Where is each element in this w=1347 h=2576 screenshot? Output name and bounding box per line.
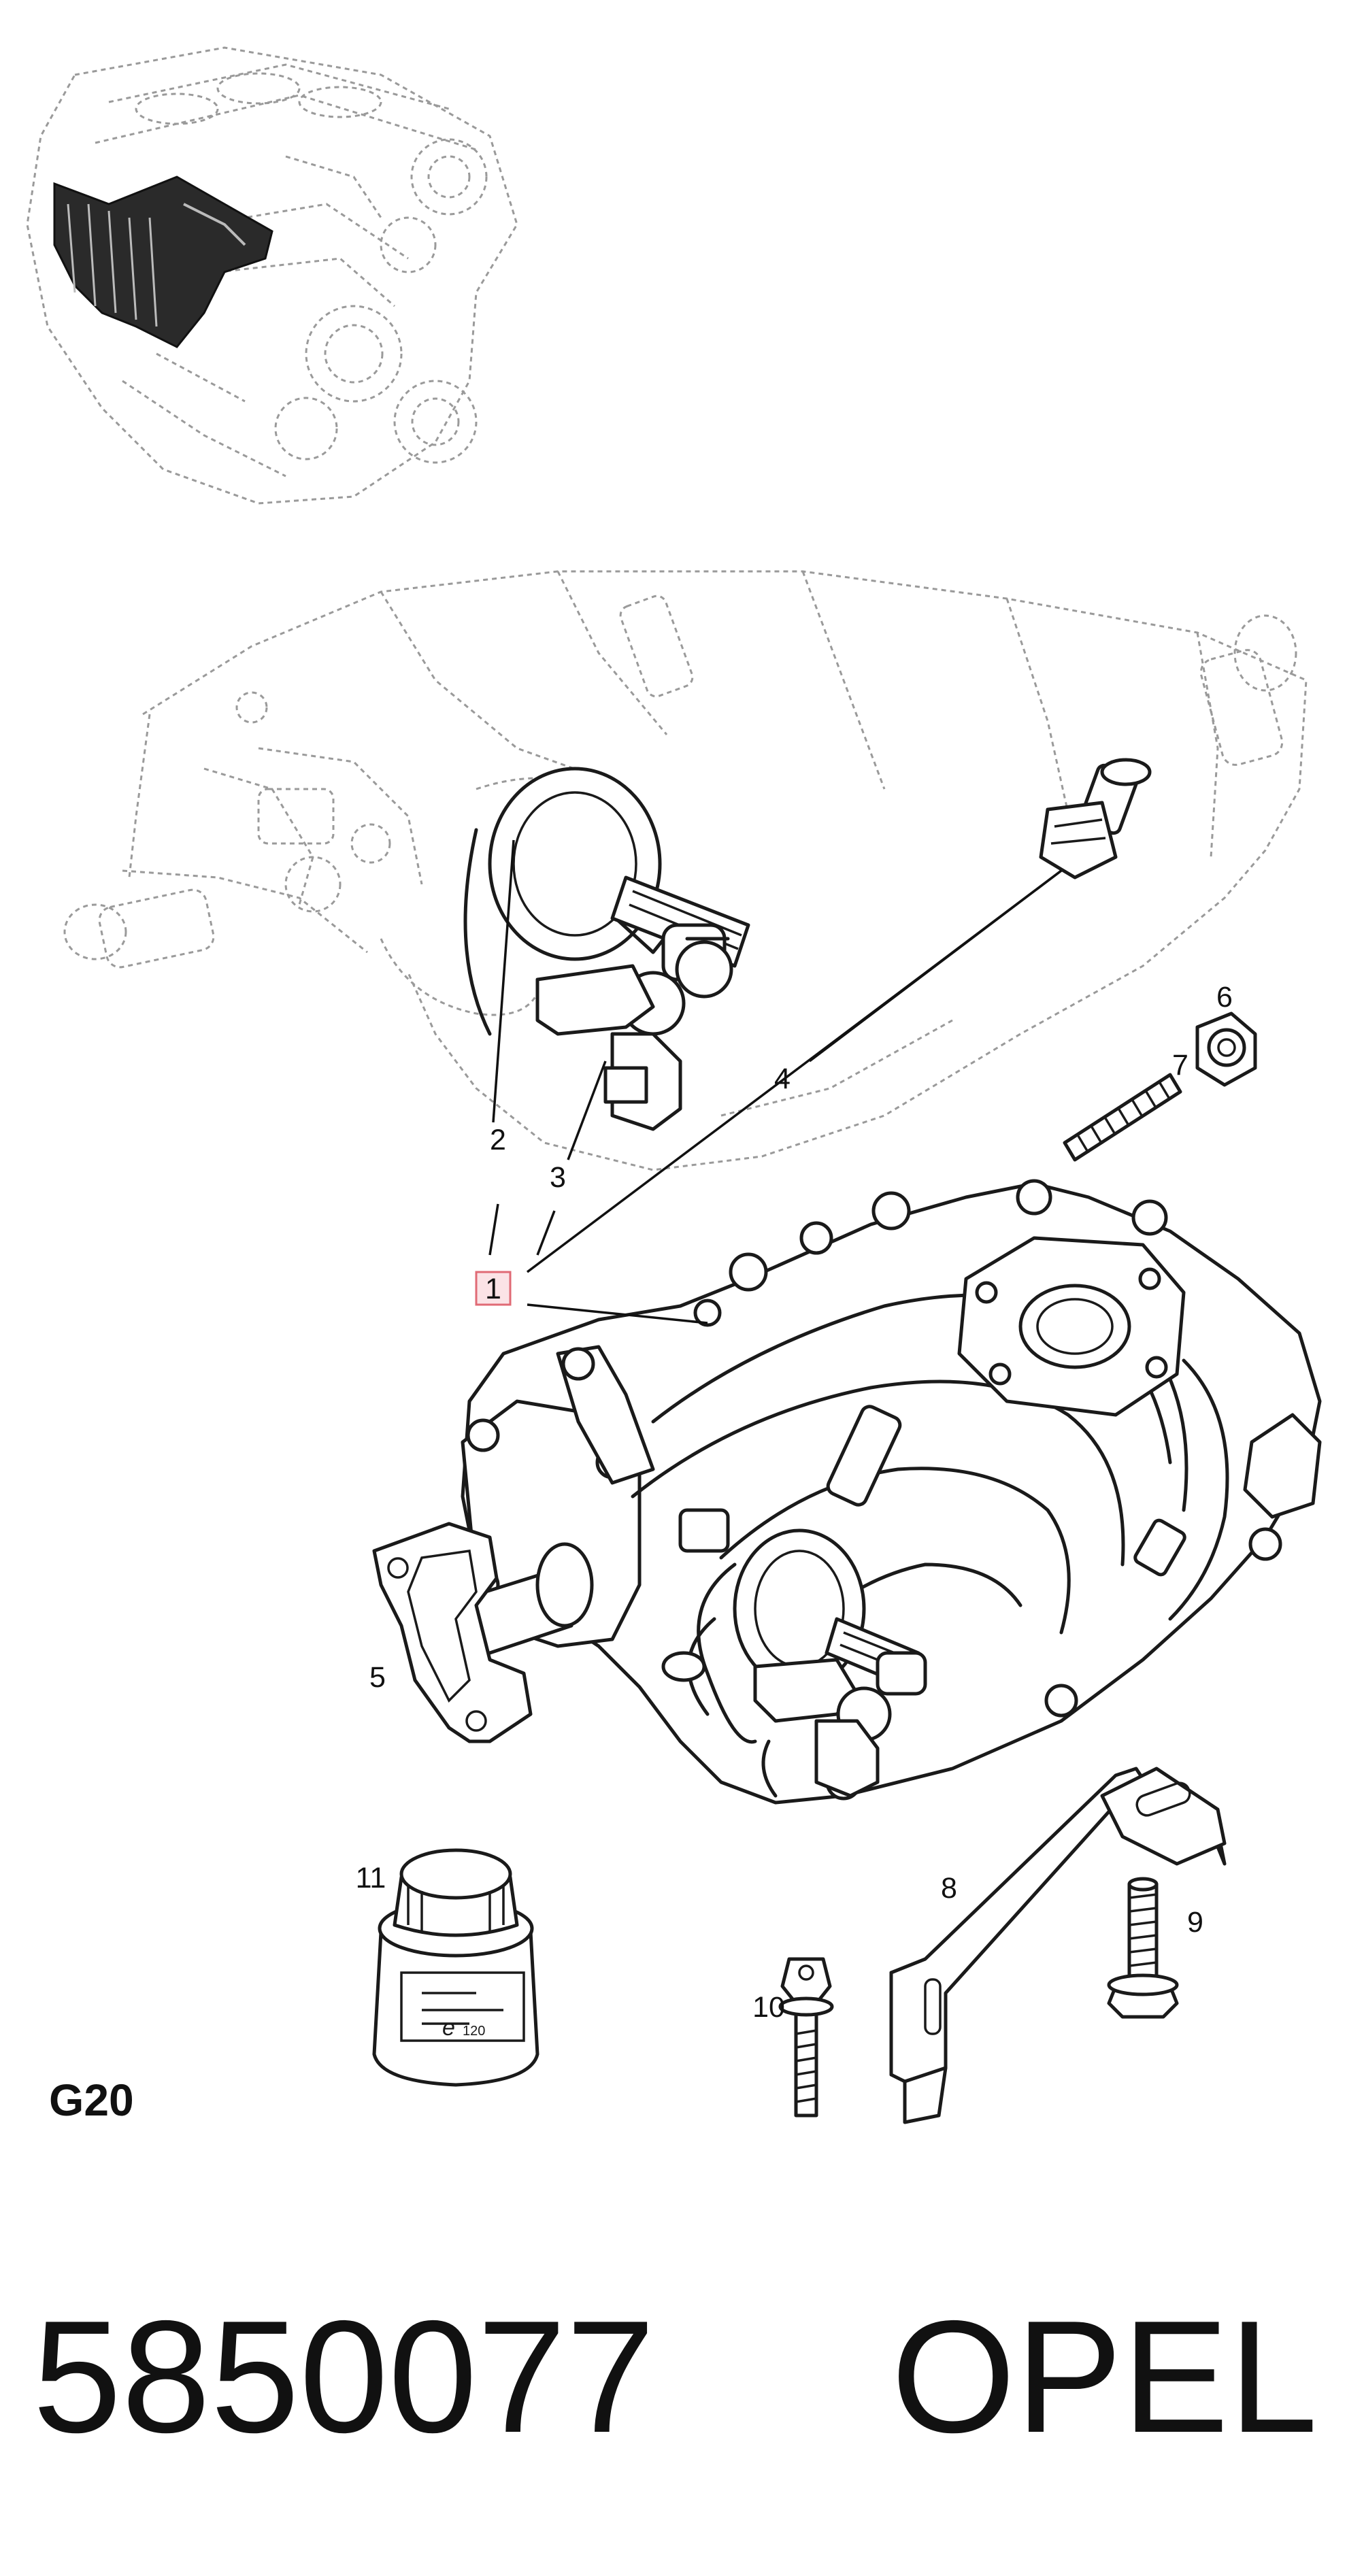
engine-code-label: G20 xyxy=(49,2075,134,2125)
callout-8: 8 xyxy=(941,1872,957,1905)
vacuum-actuator-installed xyxy=(463,767,750,1131)
callout-5: 5 xyxy=(369,1661,386,1694)
bracket-item-8 xyxy=(889,1767,1227,2124)
callout-10: 10 xyxy=(752,1991,785,2024)
bolt-item-9 xyxy=(1107,1877,1179,2019)
stud-with-nut-installed xyxy=(1039,758,1152,880)
callout-7: 7 xyxy=(1172,1049,1188,1082)
vacuum-actuator-assembled xyxy=(661,1528,927,1798)
callout-1-box xyxy=(475,1271,512,1306)
leader-lines xyxy=(488,839,1063,1324)
callout-3: 3 xyxy=(550,1161,566,1194)
callout-4: 4 xyxy=(774,1063,791,1095)
callout-11: 11 xyxy=(356,1862,386,1894)
engine-overview-illustration xyxy=(26,46,518,505)
threaded-stud-item-7 xyxy=(1063,1073,1182,1162)
callout-6: 6 xyxy=(1216,981,1233,1014)
callout-1: 1 xyxy=(485,1273,501,1305)
svg-text:e: e xyxy=(442,2015,455,2041)
brand-name: OPEL xyxy=(891,2287,1318,2466)
svg-text:120: 120 xyxy=(463,2024,485,2039)
gasket-item-5 xyxy=(372,1522,533,1743)
sealant-container-item-11: e 120 xyxy=(372,1848,539,2087)
installed-manifold-context xyxy=(63,570,1308,1171)
nut-item-6 xyxy=(1195,1011,1257,1087)
callout-2: 2 xyxy=(490,1124,506,1156)
bolt-item-10 xyxy=(778,1957,834,2118)
callout-9: 9 xyxy=(1187,1906,1203,1939)
intake-manifold-item-1 xyxy=(425,1179,1322,1805)
part-number: 5850077 xyxy=(33,2287,655,2466)
